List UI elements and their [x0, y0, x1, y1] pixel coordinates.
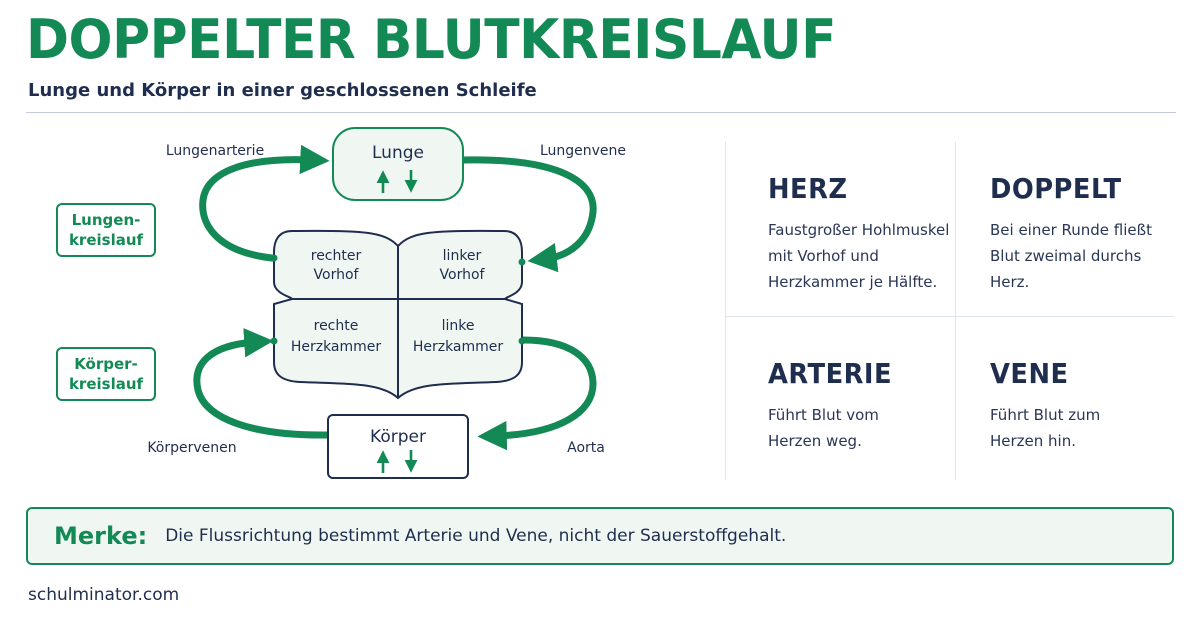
lunge-label: Lunge	[372, 143, 424, 163]
lungenarterie-arrow	[199, 144, 330, 262]
vessel-dot	[270, 337, 278, 345]
info-grid-divider-middle	[955, 142, 956, 480]
vessel-label-lungenvene: Lungenvene	[540, 143, 626, 159]
vessel-label-aorta: Aorta	[567, 440, 605, 456]
koerperkreislauf-label: Körper- kreislauf	[56, 347, 156, 401]
card-title: DOPPELT	[990, 172, 1122, 205]
chamber-label-rechter-vorhof: Vorhof	[314, 267, 360, 283]
circulation-diagram: rechter Vorhof linker Vorhof rechte Herz…	[147, 127, 626, 479]
info-grid-divider-horizontal	[726, 316, 1174, 317]
card-title: ARTERIE	[768, 357, 893, 390]
vessel-dot	[518, 258, 526, 266]
koerpervenen-arrow	[193, 328, 332, 439]
card-title: VENE	[990, 357, 1069, 390]
vessel-dot	[518, 337, 526, 345]
lungenkreislauf-label: Lungen- kreislauf	[56, 203, 156, 257]
page-subtitle: Lunge und Körper in einer geschlossenen …	[28, 80, 537, 101]
info-grid-divider-left	[725, 142, 726, 480]
vessel-label-koerpervenen: Körpervenen	[147, 440, 236, 456]
card-title: HERZ	[768, 172, 848, 205]
koerper-label: Körper	[370, 427, 426, 447]
header-divider	[26, 112, 1176, 113]
merke-text: Die Flussrichtung bestimmt Arterie und V…	[165, 526, 787, 546]
merke-label: Merke:	[54, 522, 148, 550]
aorta-arrow	[477, 336, 597, 451]
page-title: DOPPELTER BLUTKREISLAUF	[26, 8, 836, 71]
chamber-label-linker-vorhof: Vorhof	[440, 267, 486, 283]
koerper-box	[327, 414, 469, 479]
lungenvene-arrow	[459, 156, 597, 273]
chamber-label-linke-herzkammer: Herzkammer	[413, 339, 504, 355]
lunge-box	[332, 127, 464, 201]
vessel-dot	[270, 254, 278, 262]
vessel-label-lungenarterie: Lungenarterie	[166, 143, 264, 159]
chamber-label-linke-herzkammer: linke	[442, 318, 475, 334]
footer-source: schulminator.com	[28, 585, 180, 605]
chamber-label-rechte-herzkammer: Herzkammer	[291, 339, 382, 355]
chamber-label-linker-vorhof: linker	[443, 248, 482, 264]
chamber-label-rechter-vorhof: rechter	[311, 248, 362, 264]
chamber-label-rechte-herzkammer: rechte	[314, 318, 359, 334]
merke-box: Merke: Die Flussrichtung bestimmt Arteri…	[26, 507, 1174, 565]
